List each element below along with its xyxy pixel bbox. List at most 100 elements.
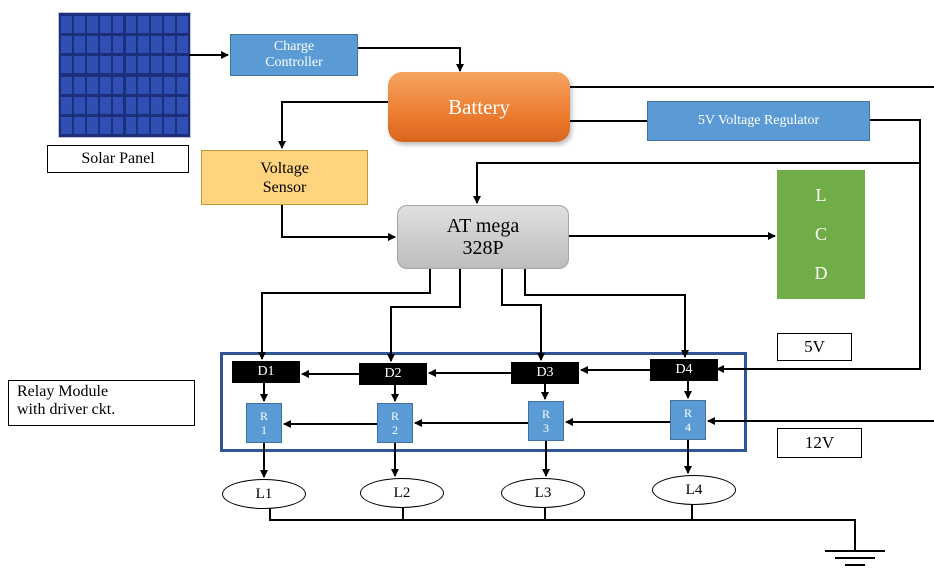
ground-icon: [825, 550, 885, 566]
solar-cell: [151, 76, 163, 94]
solar-cell: [61, 16, 72, 34]
solar-cell: [73, 16, 85, 34]
wire-mcu-to-d2: [387, 269, 461, 362]
solar-cell: [125, 96, 137, 114]
solar-cell: [151, 16, 163, 34]
voltage-12v-label: 12V: [777, 428, 862, 458]
charge-controller-line1: Charge: [273, 39, 315, 54]
solar-cell: [86, 96, 98, 114]
wire-ground-bus: [269, 508, 856, 550]
solar-panel-label-text: Solar Panel: [81, 150, 155, 167]
battery-label: Battery: [448, 94, 510, 119]
solar-cell: [151, 96, 163, 114]
solar-cell: [138, 56, 150, 74]
solar-cell: [164, 96, 176, 114]
wire-regulator-to-d4: [716, 119, 921, 373]
voltage-regulator-block: 5V Voltage Regulator: [647, 101, 870, 141]
solar-cell: [86, 16, 98, 34]
voltage-5v-label: 5V: [777, 333, 852, 361]
solar-cell: [73, 76, 85, 94]
solar-cell: [164, 76, 176, 94]
solar-cell: [99, 76, 111, 94]
relay-r2-letter: R: [390, 409, 399, 423]
relay-module-frame: [220, 352, 747, 452]
solar-cell: [138, 36, 150, 54]
load-l2-label: L2: [393, 484, 411, 501]
solar-cell: [73, 96, 85, 114]
wire-mcu-to-d1: [258, 269, 431, 360]
solar-cell: [73, 56, 85, 74]
solar-cell: [177, 76, 188, 94]
relay-r4: R 4: [670, 400, 706, 440]
solar-cell: [61, 76, 72, 94]
solar-cell: [177, 96, 188, 114]
solar-cell: [151, 36, 163, 54]
lcd-letter-d: D: [814, 263, 828, 283]
microcontroller-line2: 328P: [462, 237, 504, 259]
solar-cell: [73, 36, 85, 54]
solar-cell: [99, 116, 111, 134]
solar-cell: [61, 116, 72, 134]
solar-cell: [61, 36, 72, 54]
solar-cell: [112, 96, 124, 114]
relay-r4-number: 4: [685, 420, 691, 434]
solar-cell: [61, 56, 72, 74]
load-l1: L1: [222, 479, 306, 509]
solar-cell: [138, 16, 150, 34]
solar-cell: [125, 56, 137, 74]
solar-cell: [86, 56, 98, 74]
relay-module-label: Relay Module with driver ckt.: [8, 380, 195, 426]
solar-panel-label: Solar Panel: [47, 145, 189, 173]
solar-cell: [125, 16, 137, 34]
solar-cell: [86, 36, 98, 54]
driver-d2: D2: [359, 363, 427, 385]
load-l4-label: L4: [685, 481, 703, 498]
wire-5v-to-mcu: [473, 162, 920, 204]
relay-r3-number: 3: [543, 421, 549, 435]
driver-d3-label: D3: [536, 365, 554, 380]
solar-cell: [164, 36, 176, 54]
relay-r3: R 3: [528, 401, 564, 441]
wire-battery-to-sensor: [278, 101, 388, 149]
battery-block: Battery: [388, 72, 570, 142]
voltage-sensor-line2: Sensor: [262, 178, 307, 196]
solar-cell: [125, 76, 137, 94]
relay-r2: R 2: [377, 403, 413, 443]
solar-cell: [112, 36, 124, 54]
solar-cell: [86, 76, 98, 94]
lcd-letter-l: L: [815, 185, 827, 205]
solar-cell: [164, 116, 176, 134]
relay-r2-number: 2: [392, 423, 398, 437]
solar-cell: [86, 116, 98, 134]
solar-cell: [151, 116, 163, 134]
relay-module-line2: with driver ckt.: [17, 401, 116, 418]
wire-mcu-to-d4: [524, 269, 689, 358]
relay-module-line1: Relay Module: [17, 383, 109, 400]
driver-d4-label: D4: [675, 362, 693, 377]
solar-cell: [112, 76, 124, 94]
solar-cell: [99, 96, 111, 114]
solar-cell: [138, 116, 150, 134]
driver-d1-label: D1: [257, 364, 275, 379]
solar-cell: [177, 56, 188, 74]
solar-cell: [138, 76, 150, 94]
solar-cell: [177, 36, 188, 54]
load-l4: L4: [652, 475, 736, 505]
driver-d2-label: D2: [384, 366, 402, 381]
charge-controller-block: Charge Controller: [230, 34, 358, 76]
load-l2: L2: [360, 478, 444, 508]
relay-r1-letter: R: [259, 409, 268, 423]
microcontroller-block: AT mega 328P: [397, 205, 569, 269]
solar-cell: [112, 116, 124, 134]
wire-mcu-to-d3: [501, 269, 545, 361]
relay-r4-letter: R: [683, 406, 692, 420]
solar-cell: [99, 56, 111, 74]
load-l3: L3: [501, 478, 585, 508]
voltage-sensor-line1: Voltage: [260, 159, 309, 177]
voltage-regulator-label: 5V Voltage Regulator: [697, 113, 820, 128]
solar-cell: [99, 16, 111, 34]
lcd-block: L C D: [777, 170, 865, 299]
solar-cell: [99, 36, 111, 54]
solar-panel-image: [58, 12, 191, 138]
